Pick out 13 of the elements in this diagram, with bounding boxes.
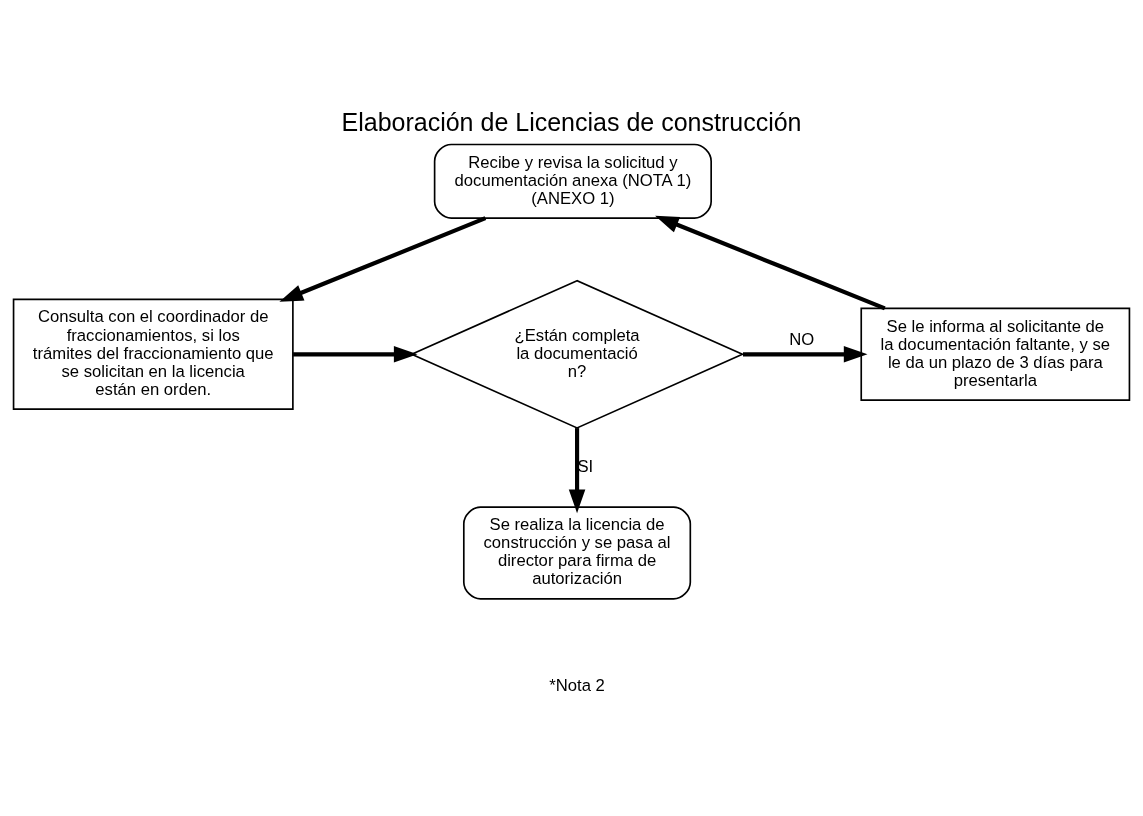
arrow [568, 427, 586, 513]
arrow [655, 215, 886, 310]
node-box: Recibe y revisa la solicitud y documentación anexa (NOTA 1) (ANEXO 1) [433, 143, 712, 219]
node-box: Se le informa al solicitante de la documentación faltante, y se le da un plazo de 3 días para presentarla [860, 307, 1131, 401]
edge-label: SI [577, 456, 594, 476]
arrow [293, 345, 418, 363]
arrow [279, 215, 487, 302]
edge-label: NO [789, 329, 815, 349]
arrow [743, 345, 868, 363]
node-box: Consulta con el coordinador de fraccionamientos, si los trámites del fraccionamiento que se solicitan en la licencia están en orden. [12, 298, 294, 410]
node-box: Se realiza la licencia de construcción y se pasa al director para firma de autorización [462, 505, 692, 600]
label: *Nota 2 [549, 675, 605, 695]
diagram-title: Elaboración de Licencias de construcción [341, 107, 802, 136]
